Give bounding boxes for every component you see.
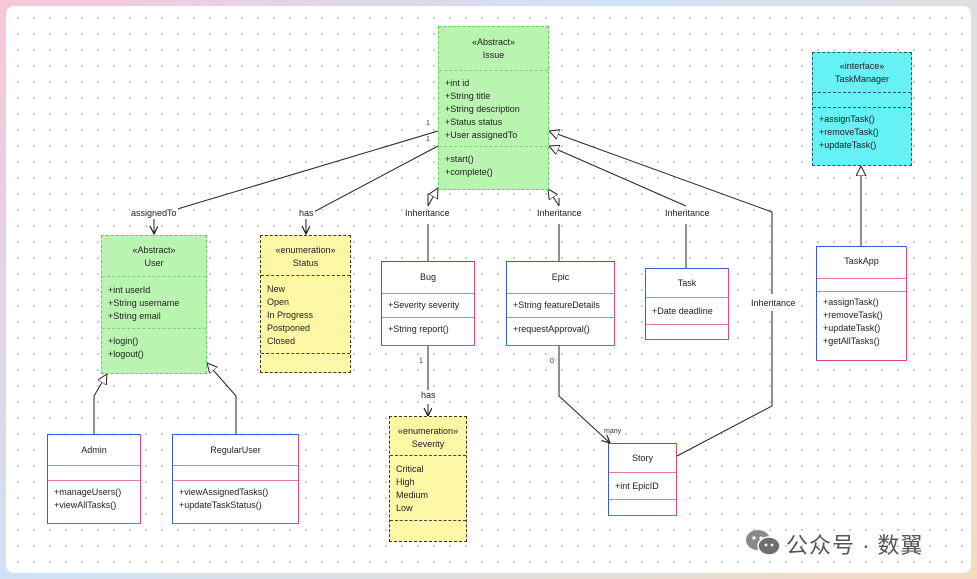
edge-inh-admin [93, 374, 107, 434]
edge-label-assigned-to: assignedTo [130, 208, 178, 219]
edge-label-has-severity: has [420, 390, 437, 401]
class-admin-name: Admin [81, 445, 107, 455]
class-regularuser[interactable]: RegularUser +viewAssignedTasks() +update… [172, 434, 299, 524]
enum-value: Closed [267, 336, 296, 346]
attribute: +String username [108, 298, 180, 308]
enum-value: In Progress [267, 310, 314, 320]
enum-value: New [267, 284, 286, 294]
enum-status-name: Status [292, 258, 319, 268]
method: +manageUsers() [54, 487, 122, 497]
wechat-icon [746, 530, 781, 556]
method: +start() [445, 154, 474, 164]
attribute: +String description [445, 104, 520, 114]
edge-label-inheritance-task: Inheritance [664, 208, 711, 219]
attribute: +String featureDetails [513, 300, 600, 310]
method: +updateTask() [819, 140, 877, 150]
edge-epic-story [558, 346, 610, 443]
edge-inh-story [549, 131, 773, 457]
relationship-edges [93, 6, 971, 457]
class-regularuser-name: RegularUser [210, 445, 261, 455]
edge-inh-regularuser [207, 363, 237, 434]
enum-severity[interactable]: «enumeration» Severity Critical High Med… [389, 416, 467, 542]
enum-value: Open [267, 297, 290, 307]
method: +viewAllTasks() [54, 500, 117, 510]
class-bug-name: Bug [419, 272, 436, 282]
enum-value: Low [396, 503, 413, 513]
class-taskmanager[interactable]: «interface» TaskManager +assignTask() +r… [812, 52, 912, 166]
enum-value: Medium [396, 490, 429, 500]
enum-severity-stereotype: «enumeration» [397, 426, 459, 436]
class-epic-name: Epic [551, 272, 570, 282]
method: +login() [108, 336, 139, 346]
method: +complete() [445, 167, 493, 177]
enum-status[interactable]: «enumeration» Status New Open In Progres… [260, 235, 351, 373]
attribute: +int EpicID [615, 481, 659, 491]
edge-inh-task [549, 146, 687, 268]
multiplicity-bug-severity: 1 [419, 358, 423, 365]
multiplicity-epic-story-to: many [604, 428, 622, 435]
class-story[interactable]: Story +int EpicID [608, 443, 677, 516]
class-issue-name: Issue [482, 50, 505, 60]
method: +updateTask() [823, 323, 881, 333]
attribute: +int id [445, 78, 470, 88]
method: +removeTask() [823, 310, 883, 320]
enum-severity-name: Severity [411, 439, 445, 449]
class-task-name: Task [677, 278, 697, 288]
method: +assignTask() [819, 114, 875, 124]
class-issue-stereotype: «Abstract» [471, 37, 516, 47]
enum-value: Critical [396, 464, 424, 474]
edge-label-inheritance-epic: Inheritance [536, 208, 583, 219]
method: +assignTask() [823, 297, 879, 307]
multiplicity-issue-user: 1 [426, 120, 430, 127]
method: +updateTaskStatus() [179, 500, 262, 510]
enum-value: High [396, 477, 415, 487]
class-taskmanager-name: TaskManager [834, 74, 890, 84]
method: +getAllTasks() [823, 336, 880, 346]
attribute: +int userId [108, 285, 151, 295]
edge-label-has-status: has [298, 208, 315, 219]
method: +logout() [108, 349, 144, 359]
class-issue[interactable]: «Abstract» Issue +int id +String title +… [438, 26, 549, 190]
attribute: +String title [445, 91, 491, 101]
class-taskmanager-stereotype: «interface» [839, 61, 885, 71]
diagram-canvas: assignedTo has Inheritance Inheritance I… [6, 6, 971, 573]
enum-value: Postponed [267, 323, 311, 333]
edge-assigned-to [154, 130, 439, 234]
class-story-name: Story [631, 453, 653, 463]
class-user[interactable]: «Abstract» User +int userId +String user… [101, 235, 207, 374]
attribute: +String email [108, 311, 161, 321]
enum-status-stereotype: «enumeration» [275, 245, 336, 255]
watermark-text: 公众号 · 数翼 [786, 533, 924, 558]
edge-has-status [306, 145, 439, 234]
edge-label-inheritance-bug: Inheritance [404, 208, 451, 219]
class-user-stereotype: «Abstract» [132, 245, 176, 255]
edge-label-inheritance-story: Inheritance [750, 298, 797, 309]
class-user-name: User [144, 258, 164, 268]
class-taskapp[interactable]: TaskApp +assignTask() +removeTask() +upd… [816, 246, 907, 361]
method: +viewAssignedTasks() [179, 487, 269, 497]
method: +String report() [388, 324, 449, 334]
attribute: +Date deadline [652, 306, 713, 316]
multiplicity-issue-status: 1 [426, 136, 430, 143]
class-epic[interactable]: Epic +String featureDetails +requestAppr… [506, 261, 615, 346]
multiplicity-epic-story-from: 0 [550, 358, 554, 365]
attribute: +Severity severity [388, 300, 460, 310]
attribute: +Status status [445, 117, 503, 127]
method: +removeTask() [819, 127, 879, 137]
class-bug[interactable]: Bug +Severity severity +String report() [381, 261, 475, 346]
class-task[interactable]: Task +Date deadline [645, 268, 729, 340]
class-admin[interactable]: Admin +manageUsers() +viewAllTasks() [47, 434, 141, 524]
class-taskapp-name: TaskApp [844, 256, 879, 266]
method: +requestApproval() [513, 324, 590, 334]
attribute: +User assignedTo [445, 130, 518, 140]
